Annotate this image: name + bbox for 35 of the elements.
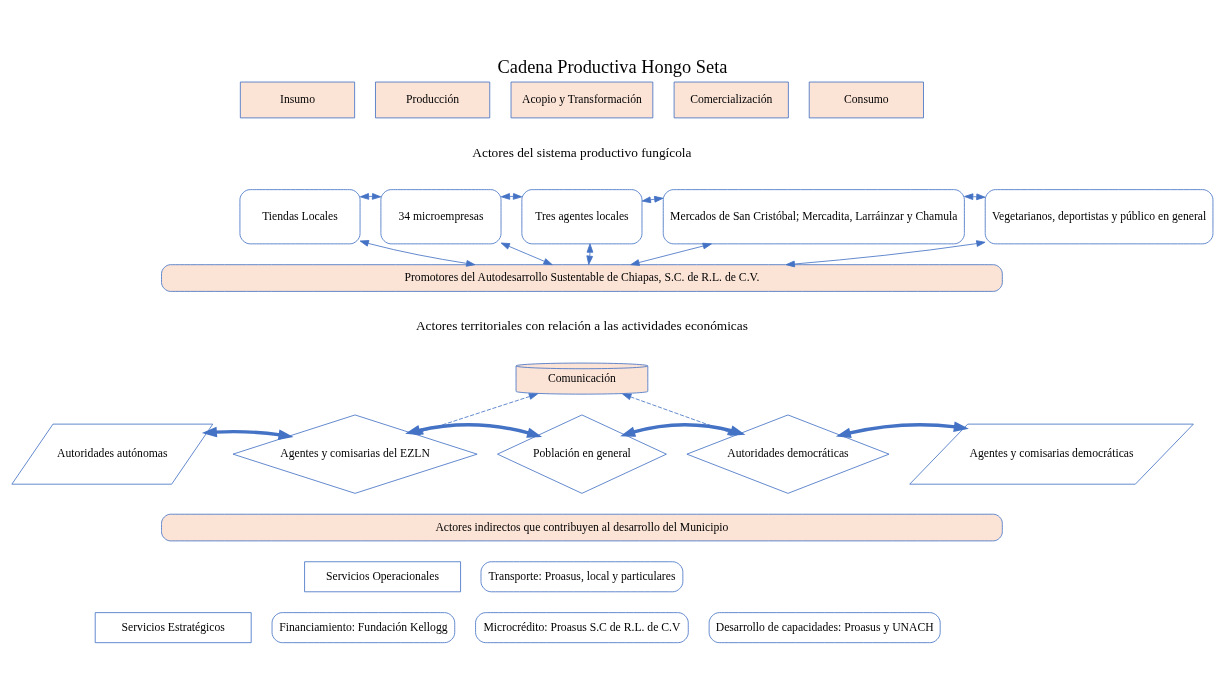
node-box: Insumo <box>239 81 356 119</box>
node-diamond: Autoridades democráticas <box>686 414 890 494</box>
node-box: Actores indirectos que contribuyen al desarrollo del Municipio <box>161 513 1003 542</box>
node-diamond: Población en general <box>497 414 667 494</box>
node-box: Producción <box>375 81 491 119</box>
node-box: Promotores del Autodesarrollo Sustentable de Chiapas, S.C. de R.L. de C.V. <box>161 264 1003 292</box>
node-box: Vegetarianos, deportistas y público en general <box>984 189 1214 245</box>
arrow <box>785 240 986 268</box>
node-box: Transporte: Proasus, local y particulares <box>480 561 684 593</box>
arrow <box>964 193 986 201</box>
node-box: Comercialización <box>673 81 789 119</box>
arrow <box>359 240 476 267</box>
node-box: Consumo <box>808 81 924 119</box>
node-box: Servicios Estratégicos <box>94 612 252 644</box>
node-box: Servicios Operacionales <box>304 561 461 593</box>
arrow <box>500 193 523 200</box>
node-box: Financiamiento: Fundación Kellogg <box>271 612 456 644</box>
arrow <box>359 193 382 200</box>
node-box: Acopio y Transformación <box>510 81 654 119</box>
arrow <box>630 242 712 266</box>
node-box: Desarrollo de capacidades: Proasus y UNACH <box>708 612 941 644</box>
arrow <box>500 242 553 266</box>
node-box: Microcrédito: Proasus S.C de R.L. de C.V <box>475 612 689 644</box>
node-diamond: Agentes y comisarias del EZLN <box>232 414 478 494</box>
arrow <box>201 426 294 440</box>
node-box: 34 microempresas <box>380 189 502 245</box>
label: Actores del sistema productivo fungícola <box>472 144 692 160</box>
node-box: Tiendas Locales <box>239 189 361 245</box>
arrow <box>641 195 664 204</box>
node-box: Tres agentes locales <box>521 189 643 245</box>
node-box: Mercados de San Cristóbal; Mercadita, Larráinzar y Chamula <box>662 189 965 245</box>
arrow <box>586 243 594 265</box>
diagram-title: Cadena Productiva Hongo Seta <box>497 57 728 78</box>
arrow <box>835 421 969 438</box>
label: Actores territoriales con relación a las actividades económicas <box>415 318 748 334</box>
